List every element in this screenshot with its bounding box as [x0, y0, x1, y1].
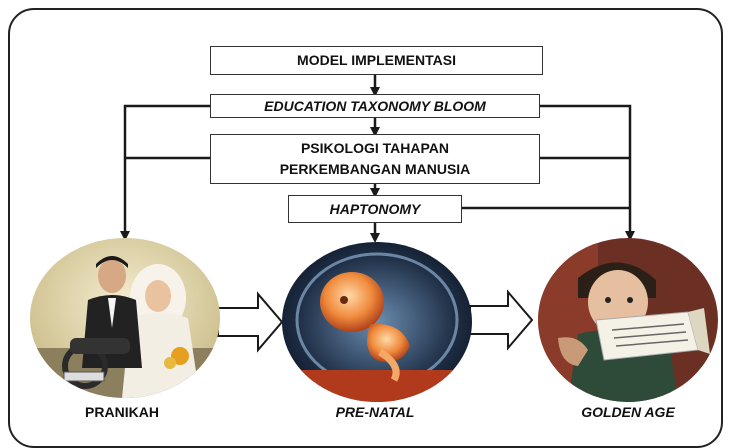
fetus-photo: [282, 242, 472, 402]
box-haptonomy-label: HAPTONOMY: [330, 199, 421, 220]
stage-label-pranikah: PRANIKAH: [42, 404, 202, 420]
stage-label-golden-age: GOLDEN AGE: [548, 404, 708, 420]
line-education-to-pranikah: [125, 106, 210, 236]
stage-label-pre-natal: PRE-NATAL: [295, 404, 455, 420]
box-psikologi-line1: PSIKOLOGI TAHAPAN: [301, 138, 449, 159]
box-haptonomy: HAPTONOMY: [288, 195, 462, 223]
block-arrow-pranikah-to-prenatal: [218, 294, 282, 350]
wedding-couple-photo: [30, 238, 220, 398]
block-arrow-prenatal-to-golden-age: [470, 292, 532, 348]
line-education-to-golden-age: [540, 106, 630, 236]
box-psikologi: PSIKOLOGI TAHAPAN PERKEMBANGAN MANUSIA: [210, 134, 540, 184]
box-education-taxonomy: EDUCATION TAXONOMY BLOOM: [210, 94, 540, 118]
box-psikologi-line2: PERKEMBANGAN MANUSIA: [280, 159, 471, 180]
box-model-implementasi: MODEL IMPLEMENTASI: [210, 46, 543, 75]
child-reading-photo: [538, 238, 718, 402]
box-model-label: MODEL IMPLEMENTASI: [297, 50, 456, 71]
box-education-label: EDUCATION TAXONOMY BLOOM: [264, 96, 486, 117]
